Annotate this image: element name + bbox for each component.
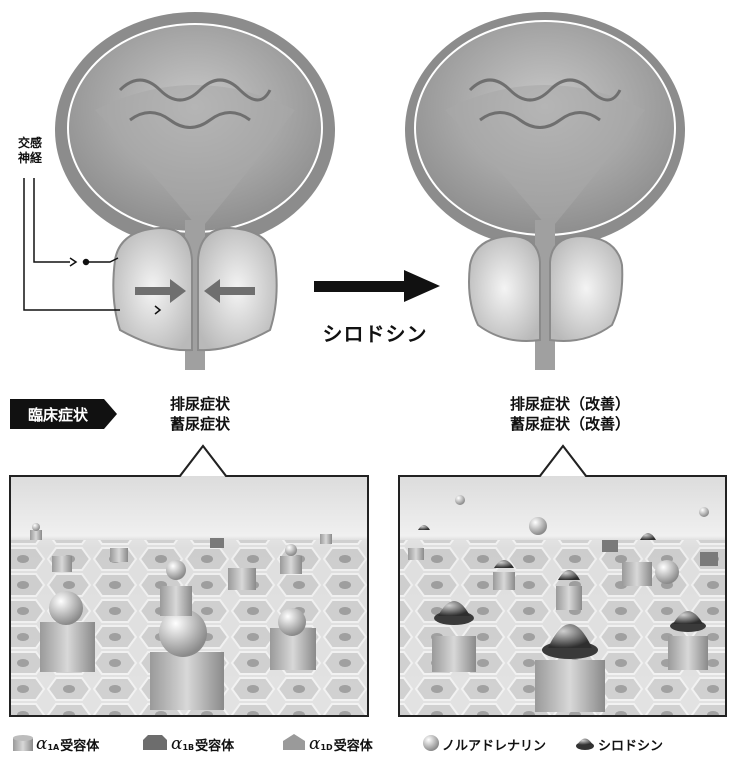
- symptoms-before: 排尿症状 蓄尿症状: [140, 394, 260, 434]
- bladder-right: [405, 12, 685, 370]
- subtype-label: 1A: [47, 743, 59, 752]
- legend-text: 受容体: [334, 735, 373, 754]
- alpha-1d-receptor-icon: [283, 734, 305, 750]
- legend-text: ノルアドレナリン: [442, 735, 546, 754]
- legend-text: シロドシン: [598, 735, 663, 754]
- alpha-symbol: α: [36, 734, 47, 754]
- voiding-symptoms-label: 排尿症状: [140, 394, 260, 414]
- alpha-1b-receptor-icon: [143, 735, 167, 750]
- treatment-arrow: [314, 270, 440, 302]
- legend-text: 受容体: [60, 735, 99, 754]
- alpha-1a-receptor-icon: [13, 735, 33, 751]
- drug-label: シロドシン: [310, 318, 440, 347]
- storage-symptoms-label: 蓄尿症状: [140, 414, 260, 434]
- sympathetic-nerve-label: 交感 神経: [12, 136, 48, 166]
- voiding-symptoms-improved-label: 排尿症状（改善）: [475, 394, 665, 414]
- alpha-symbol: α: [309, 734, 320, 754]
- legend-item-noradrenaline: ノルアドレナリン: [442, 735, 546, 753]
- legend-item-silodosin: シロドシン: [598, 735, 663, 753]
- silodosin-icon: [576, 739, 594, 751]
- subtype-label: 1D: [320, 743, 332, 752]
- alpha-symbol: α: [171, 734, 182, 754]
- subtype-label: 1B: [182, 743, 194, 752]
- storage-symptoms-improved-label: 蓄尿症状（改善）: [475, 414, 665, 434]
- clinical-symptoms-badge: 臨床症状: [18, 404, 98, 425]
- symptoms-after: 排尿症状（改善） 蓄尿症状（改善）: [475, 394, 665, 434]
- noradrenaline-icon: [423, 735, 439, 751]
- panel-right: [399, 446, 726, 716]
- panel-left: [10, 446, 368, 716]
- bladder-left: [55, 12, 335, 370]
- legend-text: 受容体: [195, 735, 234, 754]
